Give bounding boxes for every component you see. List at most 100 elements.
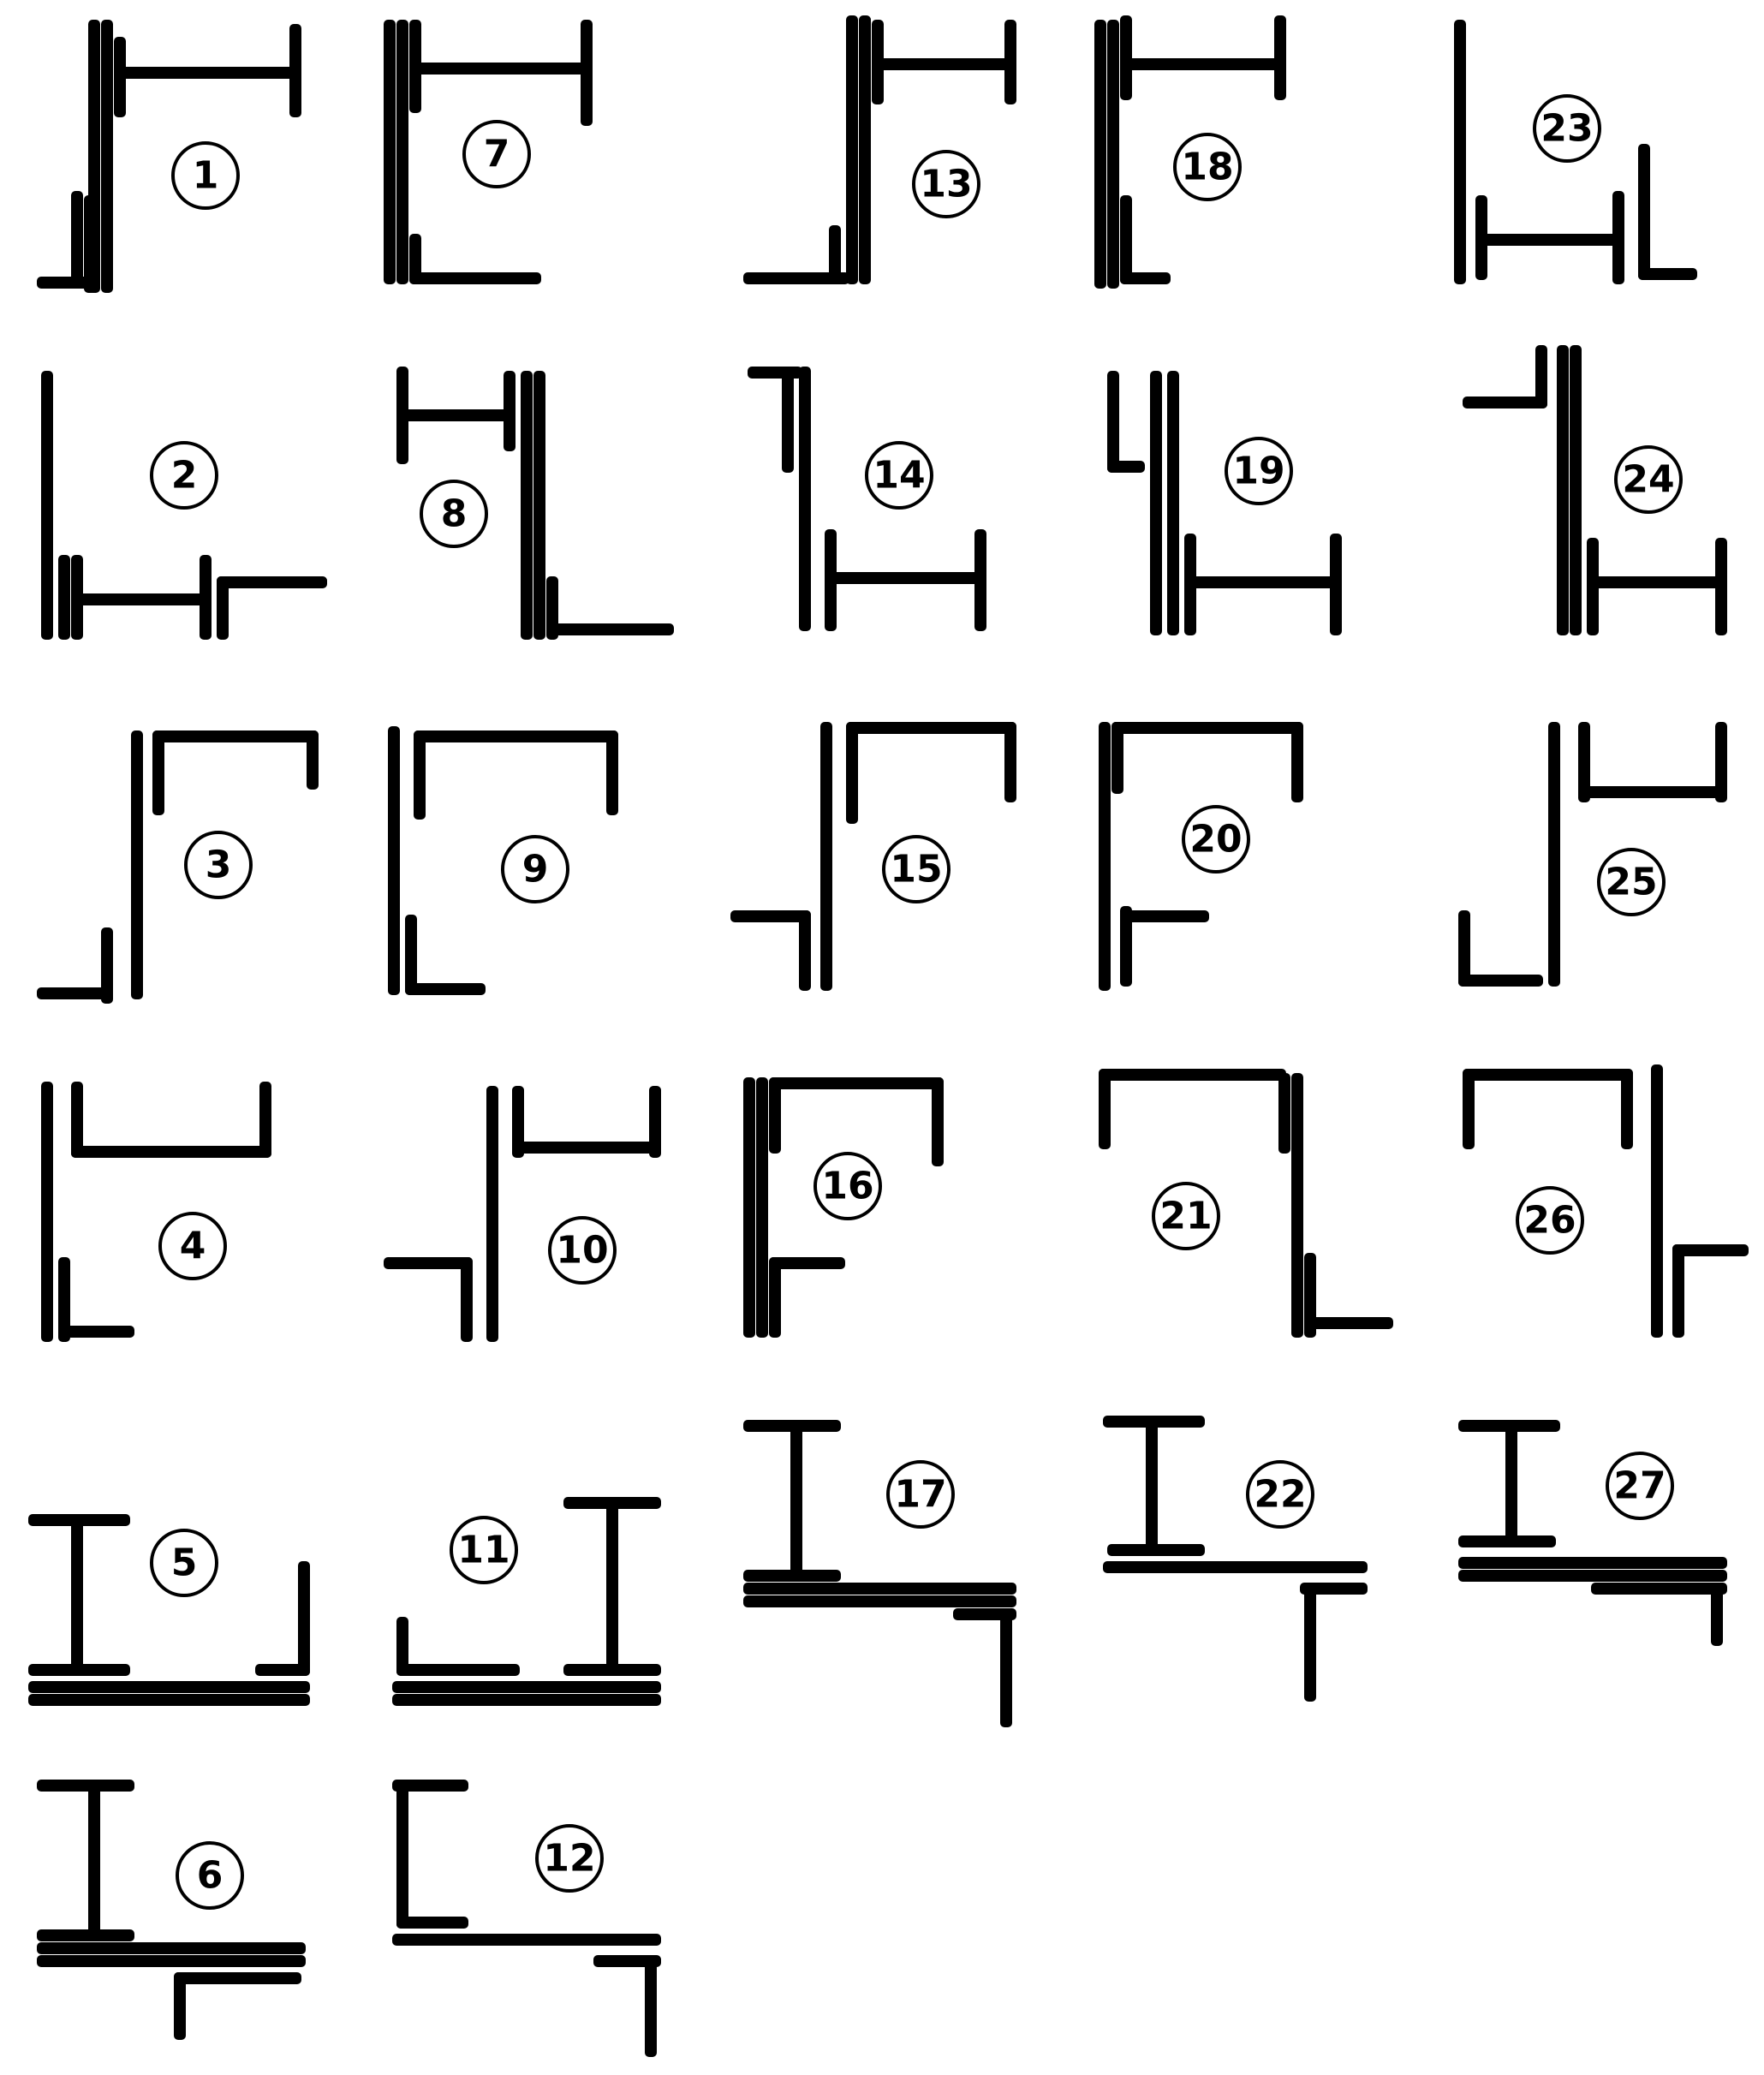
figure-label-21: 21	[1152, 1182, 1220, 1250]
wall-segment	[28, 1664, 130, 1676]
wall-segment	[533, 371, 545, 640]
wall-segment	[41, 1082, 53, 1342]
wall-segment	[396, 409, 515, 421]
wall-segment	[1638, 268, 1697, 280]
label-circle	[1614, 445, 1683, 514]
label-circle	[1246, 1460, 1314, 1529]
wall-segment	[1107, 371, 1119, 473]
wall-segment	[88, 1780, 100, 1941]
wall-segment	[799, 367, 811, 631]
wall-segment	[1094, 20, 1106, 289]
wall-segment	[392, 1694, 661, 1706]
wall-segment	[71, 593, 212, 605]
wall-segment	[769, 1257, 845, 1269]
wall-segment	[1578, 786, 1727, 798]
label-circle	[1533, 94, 1601, 163]
wall-segment	[1711, 1583, 1723, 1646]
wall-segment	[748, 367, 802, 379]
label-number: 1	[193, 154, 219, 198]
label-number: 25	[1605, 861, 1657, 904]
label-circle	[1152, 1182, 1220, 1250]
label-number: 3	[206, 844, 232, 887]
wall-segment	[396, 1780, 408, 1929]
wall-segment	[829, 225, 841, 284]
wall-segment	[512, 1142, 661, 1154]
label-number: 8	[441, 492, 468, 536]
figure-3	[37, 730, 319, 1004]
wall-segment	[28, 1681, 310, 1693]
wall-segment	[384, 1257, 473, 1269]
figure-23	[1454, 20, 1697, 284]
label-circle	[1225, 437, 1293, 505]
wall-segment	[1621, 1069, 1633, 1149]
label-circle	[813, 1152, 882, 1220]
figure-label-12: 12	[535, 1824, 604, 1893]
figure-6	[37, 1780, 306, 2040]
label-number: 23	[1541, 107, 1593, 151]
wall-segment	[782, 367, 794, 473]
wall-segment	[409, 272, 541, 284]
figure-label-23: 23	[1533, 94, 1601, 163]
wall-segment	[392, 1681, 661, 1693]
figure-27	[1458, 1420, 1727, 1646]
label-circle	[548, 1216, 617, 1285]
label-circle	[882, 835, 951, 903]
wall-segment	[1304, 1583, 1316, 1702]
wall-segment	[1184, 576, 1342, 588]
figure-label-11: 11	[450, 1516, 518, 1584]
wall-segment	[384, 20, 396, 284]
wall-segment	[1458, 1570, 1727, 1582]
label-number: 6	[197, 1854, 223, 1898]
wall-segment	[217, 576, 229, 640]
label-number: 20	[1189, 818, 1242, 862]
wall-segment	[1458, 1557, 1727, 1569]
wall-segment	[71, 191, 83, 289]
wall-segment	[563, 1664, 661, 1676]
wall-segment	[409, 234, 421, 284]
wall-segment	[71, 1146, 271, 1158]
wall-segment	[512, 1086, 524, 1158]
wall-segment	[1672, 1244, 1749, 1256]
wall-segment	[1120, 272, 1171, 284]
label-number: 15	[890, 848, 942, 891]
figure-label-13: 13	[912, 150, 980, 218]
figure-21	[1099, 1069, 1393, 1338]
figure-12	[392, 1780, 661, 2057]
figure-label-15: 15	[882, 835, 951, 903]
label-circle	[1173, 133, 1242, 201]
label-number: 7	[484, 133, 510, 176]
figure-label-22: 22	[1246, 1460, 1314, 1529]
wall-segment	[405, 983, 486, 995]
wall-segment	[859, 15, 871, 284]
wall-segment	[409, 63, 593, 75]
label-number: 5	[171, 1541, 198, 1585]
wall-segment	[37, 277, 92, 289]
wall-segment	[486, 1086, 498, 1342]
wall-segment	[58, 1257, 70, 1342]
wall-segment	[1591, 1583, 1727, 1595]
figure-18	[1094, 15, 1286, 289]
wall-segment	[1278, 1073, 1290, 1154]
wall-segment	[255, 1664, 310, 1676]
label-circle	[184, 831, 253, 899]
wall-segment	[392, 1780, 468, 1792]
label-number: 19	[1232, 450, 1284, 493]
wall-segment	[743, 1595, 1016, 1607]
label-number: 13	[920, 163, 972, 206]
label-circle	[1597, 848, 1666, 916]
wall-segment	[1463, 1069, 1475, 1149]
wall-segment	[101, 20, 113, 293]
figure-26	[1463, 1064, 1749, 1338]
figure-16	[743, 1077, 944, 1338]
wall-segment	[405, 915, 417, 995]
wall-segment	[1107, 1544, 1205, 1556]
wall-segment	[872, 58, 1016, 70]
wall-segment	[37, 1929, 134, 1941]
wall-segment	[743, 1570, 841, 1582]
wall-segment	[1672, 1244, 1684, 1338]
label-circle	[865, 441, 933, 510]
wall-segment	[461, 1257, 473, 1342]
wall-segment	[743, 272, 849, 284]
figure-label-20: 20	[1182, 805, 1250, 874]
